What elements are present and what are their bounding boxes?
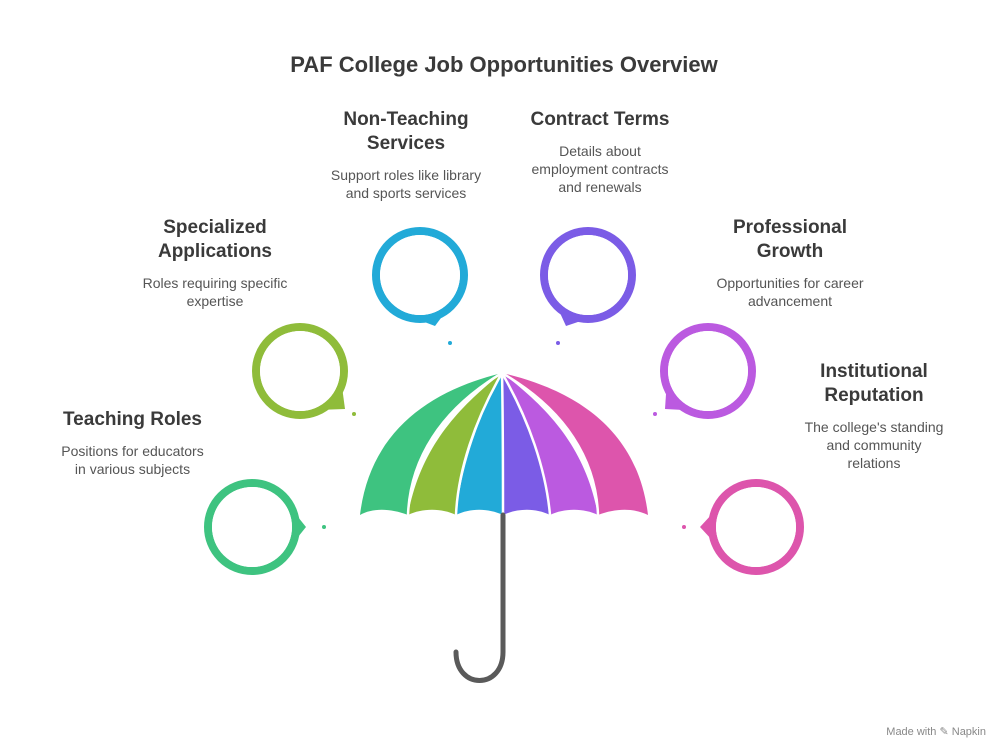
label-specialized-desc: Roles requiring specific expertise (142, 275, 288, 309)
bubble-specialized (252, 323, 348, 419)
bubble-inner (668, 331, 748, 411)
bubble-teaching (204, 479, 306, 575)
label-reputation-title: Institutional Reputation (820, 361, 928, 406)
label-reputation-desc: The college's standing and community rel… (804, 419, 944, 471)
canopy-segment-6 (502, 373, 648, 515)
label-nonteaching-desc: Support roles like library and sports se… (330, 167, 482, 201)
label-contract-desc: Details about employment contracts and r… (531, 143, 669, 195)
label-teaching: Teaching Roles Positions for educators i… (40, 408, 225, 478)
canopy-segment-2 (408, 373, 502, 515)
diagram-title: PAF College Job Opportunities Overview (290, 52, 718, 77)
bubble-inner (260, 331, 340, 411)
canopy-segment-5 (502, 373, 598, 515)
napkin-credit: Made with ✎ Napkin (886, 726, 986, 738)
canopy-segment-4 (502, 373, 550, 515)
bubble-inner (548, 235, 628, 315)
bubble-reputation (700, 479, 804, 575)
label-growth: Professional Growth Opportunities for ca… (695, 216, 885, 310)
bubble-growth (660, 323, 756, 419)
label-nonteaching: Non-Teaching Services Support roles like… (310, 108, 502, 202)
bubble-nonteaching (372, 227, 468, 326)
umbrella-handle (453, 512, 506, 683)
umbrella-canopy (360, 371, 648, 516)
bubble-inner (380, 235, 460, 315)
bubble-inner (716, 487, 796, 567)
label-nonteaching-title: Non-Teaching Services (343, 109, 469, 154)
canopy-segment-3 (456, 373, 503, 515)
bubble-contract (540, 227, 636, 326)
label-specialized: Specialized Applications Roles requiring… (120, 216, 310, 310)
label-reputation: Institutional Reputation The college's s… (780, 360, 968, 472)
label-teaching-title: Teaching Roles (62, 409, 202, 430)
label-growth-desc: Opportunities for career advancement (716, 275, 864, 309)
label-teaching-desc: Positions for educators in various subje… (61, 443, 204, 477)
label-contract-title: Contract Terms (530, 109, 670, 130)
bubble-inner (212, 487, 292, 567)
label-growth-title: Professional Growth (732, 217, 848, 262)
connector-marks (322, 341, 686, 529)
canopy-segment-1 (360, 373, 502, 515)
label-specialized-title: Specialized Applications (157, 217, 272, 262)
label-contract: Contract Terms Details about employment … (505, 108, 695, 196)
